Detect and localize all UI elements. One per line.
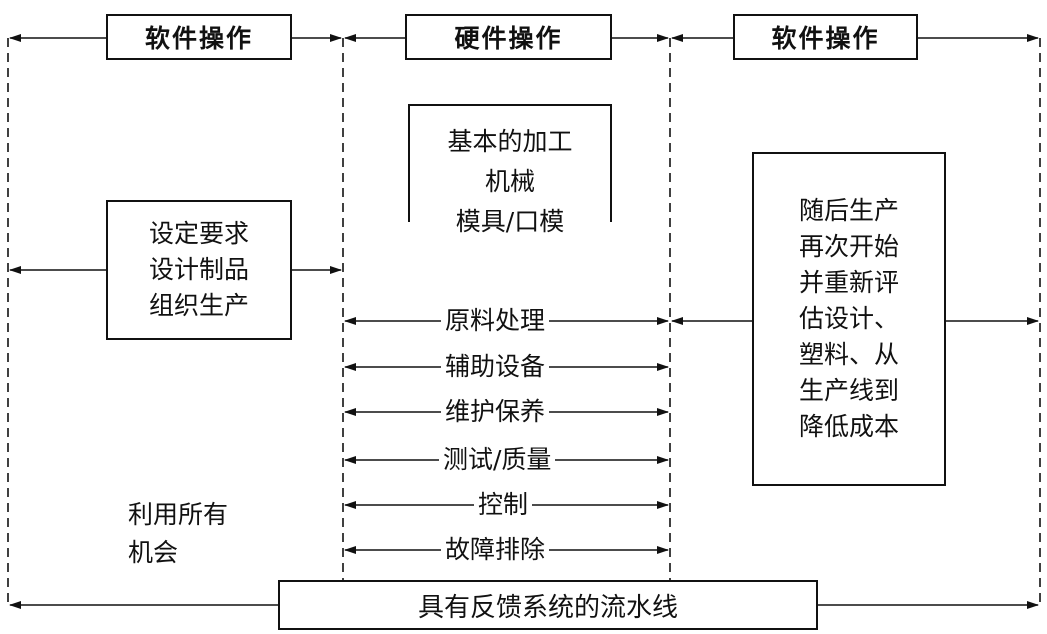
feedback-line-box: 具有反馈系统的流水线 xyxy=(278,580,818,630)
machinery-line-1: 基本的加工 xyxy=(447,127,573,156)
machinery-text: 基本的加工 机械 模具/口模 xyxy=(408,122,612,242)
feedback-line-label: 具有反馈系统的流水线 xyxy=(417,592,678,623)
header-software-right: 软件操作 xyxy=(733,14,918,60)
header-hardware-label: 硬件操作 xyxy=(454,24,563,53)
header-software-right-label: 软件操作 xyxy=(771,24,880,53)
item-auxiliary-equipment: 辅助设备 xyxy=(441,352,550,382)
machinery-line-3: 模具/口模 xyxy=(451,202,569,242)
item-control: 控制 xyxy=(474,490,533,520)
opportunity-text: 利用所有 机会 xyxy=(128,500,229,567)
header-software-left: 软件操作 xyxy=(106,14,292,60)
requirements-box: 设定要求 设计制品 组织生产 xyxy=(106,200,292,340)
item-troubleshooting: 故障排除 xyxy=(441,535,550,565)
machinery-box xyxy=(408,104,612,222)
header-hardware: 硬件操作 xyxy=(405,14,612,60)
header-software-left-label: 软件操作 xyxy=(144,24,253,53)
item-maintenance: 维护保养 xyxy=(441,397,550,427)
machinery-line-2: 机械 xyxy=(484,167,535,196)
reevaluation-text: 随后生产 再次开始 并重新评 估设计、 塑料、从 生产线到 降低成本 xyxy=(798,196,899,441)
item-material-handling: 原料处理 xyxy=(441,306,550,336)
item-testing-quality: 测试/质量 xyxy=(439,445,556,475)
requirements-text: 设定要求 设计制品 组织生产 xyxy=(148,219,249,320)
reevaluation-box: 随后生产 再次开始 并重新评 估设计、 塑料、从 生产线到 降低成本 xyxy=(752,152,946,486)
